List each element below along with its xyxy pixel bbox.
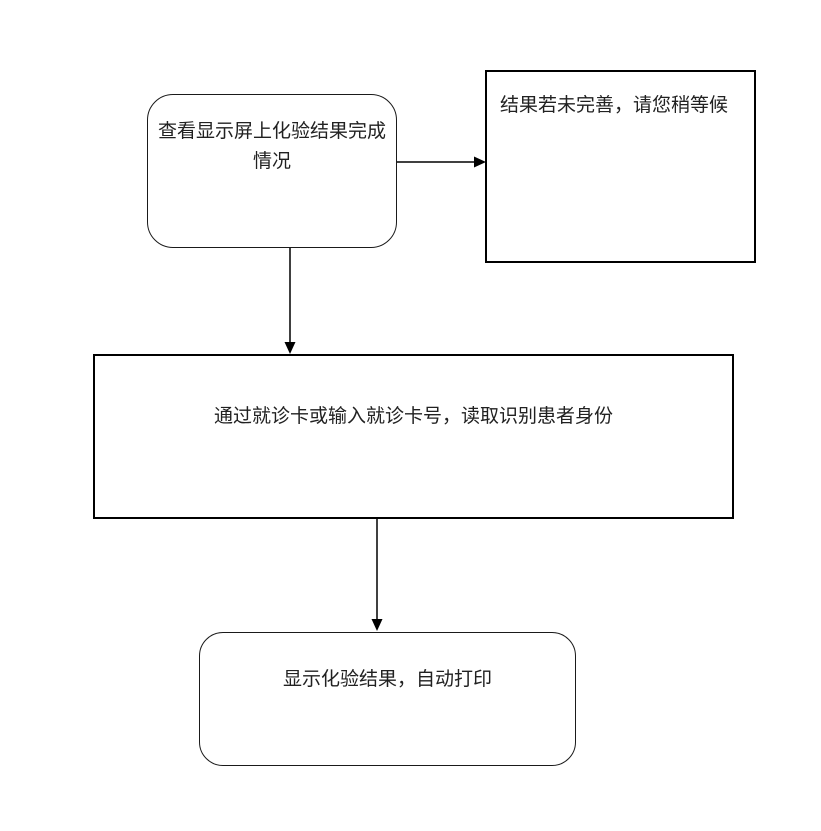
node-identify-patient: 通过就诊卡或输入就诊卡号，读取识别患者身份 (93, 354, 734, 519)
node-wait-notice: 结果若未完善，请您稍等候 (485, 70, 756, 263)
arrow-check-to-identify-icon (284, 248, 296, 354)
arrow-check-to-wait-icon (397, 156, 486, 168)
node-check-results-label-line1: 查看显示屏上化验结果完成 (157, 120, 386, 142)
node-check-results-label-line2: 情况 (252, 150, 291, 172)
node-identify-patient-label: 通过就诊卡或输入就诊卡号，读取识别患者身份 (213, 405, 613, 427)
arrow-identify-to-print-icon (371, 519, 383, 631)
node-check-results: 查看显示屏上化验结果完成 情况 (147, 94, 397, 248)
node-wait-notice-label: 结果若未完善，请您稍等候 (500, 94, 729, 116)
node-print-results: 显示化验结果，自动打印 (199, 632, 576, 766)
node-print-results-label: 显示化验结果，自动打印 (282, 668, 492, 690)
